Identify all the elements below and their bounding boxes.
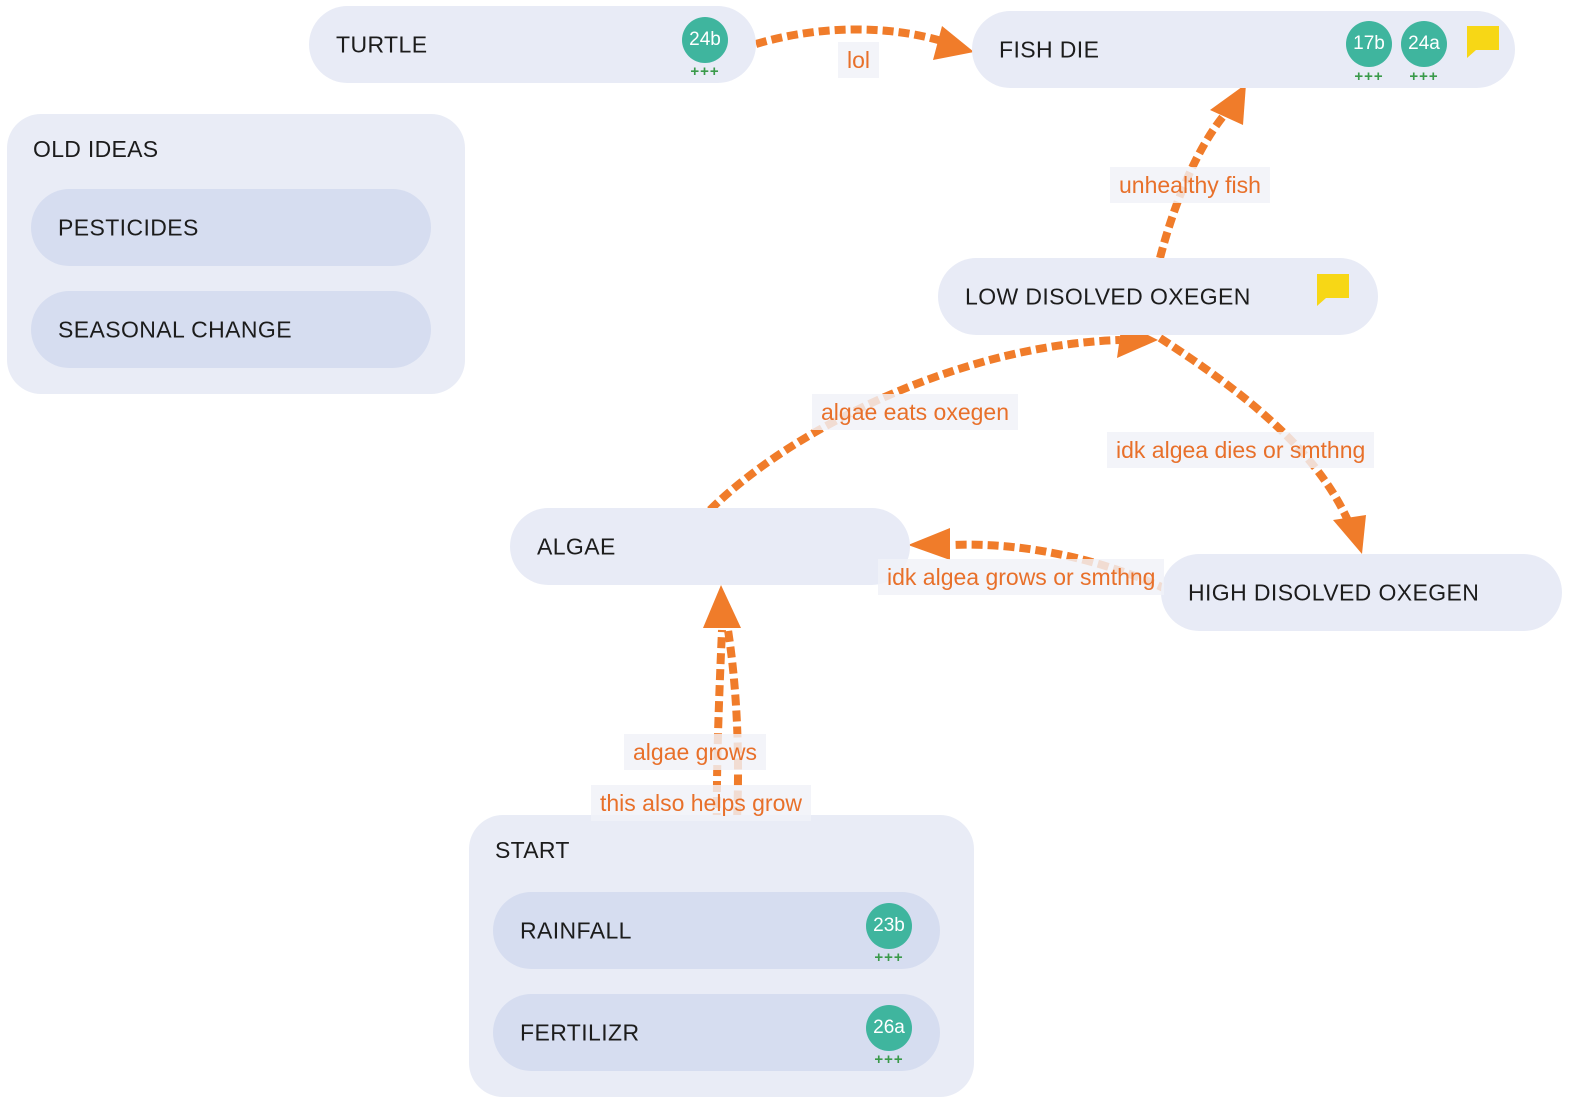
node-label: TURTLE [336, 31, 428, 57]
edge-label-unhealthy-fish[interactable]: unhealthy fish [1110, 167, 1270, 203]
edge-label-also-helps-grow[interactable]: this also helps grow [591, 785, 811, 821]
node-fertilizr[interactable]: FERTILIZR 26a +++ [493, 994, 940, 1071]
edge-low-high[interactable] [1157, 334, 1356, 532]
arrowhead-icon [908, 528, 950, 560]
rating-plus: +++ [874, 949, 904, 966]
edge-turtle-fish[interactable] [754, 25, 947, 48]
speech-bubble-icon[interactable] [1315, 272, 1351, 308]
node-label: FERTILIZR [520, 1019, 640, 1045]
node-turtle[interactable]: TURTLE 24b +++ [309, 6, 756, 83]
arrowhead-icon [1210, 84, 1246, 125]
group-start[interactable]: START RAINFALL 23b +++ FERTILIZR 26a +++ [469, 815, 974, 1097]
rating-plus: +++ [874, 1051, 904, 1068]
node-label: ALGAE [537, 533, 616, 559]
group-old-ideas[interactable]: OLD IDEAS PESTICIDES SEASONAL CHANGE [7, 114, 465, 394]
rating-plus: +++ [1354, 68, 1384, 85]
edge-high-algae[interactable] [951, 540, 1170, 594]
node-seasonal-change[interactable]: SEASONAL CHANGE [31, 291, 431, 368]
node-label: HIGH DISOLVED OXEGEN [1188, 579, 1480, 605]
badge-rainfall[interactable]: 23b [866, 903, 912, 949]
rating-plus: +++ [1409, 68, 1439, 85]
badge-turtle[interactable]: 24b [682, 17, 728, 63]
arrowhead-icon [703, 585, 741, 628]
edge-label-lol[interactable]: lol [838, 42, 880, 78]
node-label: SEASONAL CHANGE [58, 316, 292, 342]
arrowhead-icon [933, 26, 974, 60]
edge-label-algea-dies[interactable]: idk algea dies or smthng [1107, 432, 1375, 468]
edge-label-algae-grows[interactable]: algae grows [624, 734, 767, 770]
arrowhead-icon [1333, 515, 1366, 554]
speech-bubble-icon[interactable] [1465, 24, 1501, 60]
node-fish-die[interactable]: FISH DIE 17b +++ 24a +++ [972, 11, 1515, 88]
node-rainfall[interactable]: RAINFALL 23b +++ [493, 892, 940, 969]
node-high-oxygen[interactable]: HIGH DISOLVED OXEGEN [1161, 554, 1562, 631]
rating-plus: +++ [690, 63, 720, 80]
group-title: OLD IDEAS [33, 136, 159, 162]
badge-fertilizr[interactable]: 26a [866, 1005, 912, 1051]
edge-label-algae-eats-oxegen[interactable]: algae eats oxegen [812, 394, 1018, 430]
node-low-oxygen[interactable]: LOW DISOLVED OXEGEN [938, 258, 1378, 335]
node-label: PESTICIDES [58, 214, 199, 240]
group-title: START [495, 837, 570, 863]
node-algae[interactable]: ALGAE [510, 508, 910, 585]
edge-label-algea-grows[interactable]: idk algea grows or smthng [878, 559, 1165, 595]
badge-fish-die-2[interactable]: 24a [1401, 21, 1447, 67]
node-label: RAINFALL [520, 917, 632, 943]
node-pesticides[interactable]: PESTICIDES [31, 189, 431, 266]
node-label: FISH DIE [999, 36, 1100, 62]
node-label: LOW DISOLVED OXEGEN [965, 283, 1251, 309]
badge-fish-die-1[interactable]: 17b [1346, 21, 1392, 67]
